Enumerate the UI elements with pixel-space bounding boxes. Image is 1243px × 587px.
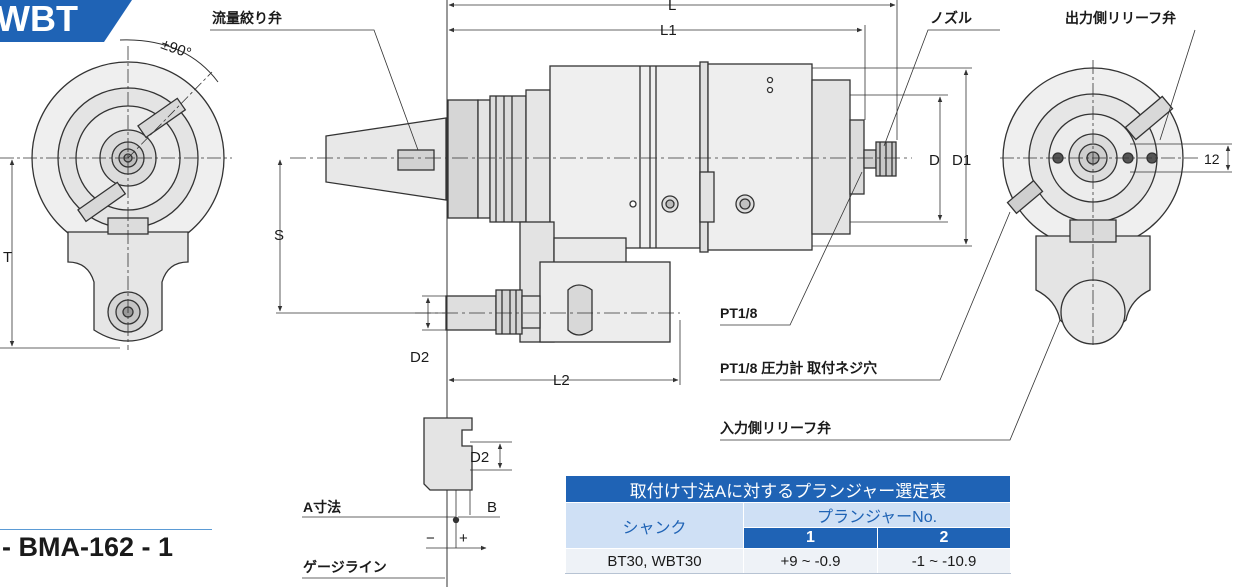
label-out-relief: 出力側リリーフ弁 — [1065, 10, 1176, 26]
dim-S: S — [274, 227, 284, 244]
table-cell-p2: -1 ~ -10.9 — [876, 548, 1012, 574]
label-pt-gauge: PT1/8 圧力計 取付ネジ穴 — [720, 360, 877, 376]
table-row: BT30, WBT30 +9 ~ -0.9 -1 ~ -10.9 — [565, 548, 1012, 574]
table-plunger-col-1: 1 — [743, 527, 878, 549]
dim-T: T — [3, 249, 12, 266]
series-badge: WBT — [0, 0, 132, 42]
label-pt-top: PT1/8 — [720, 305, 758, 321]
label-plus: + — [459, 530, 468, 547]
table-plunger-header: プランジャーNo. — [742, 502, 1012, 528]
dim-B: B — [487, 499, 497, 516]
dim-D1: D1 — [952, 152, 971, 169]
dim-D2: D2 — [410, 349, 429, 366]
label-flow-valve: 流量絞り弁 — [212, 10, 282, 26]
series-badge-text: WBT — [0, 0, 78, 39]
right-side-view — [1000, 29, 1232, 345]
label-nozzle: ノズル — [930, 10, 972, 26]
label-minus: − — [426, 530, 435, 547]
table-plunger-col-2: 2 — [876, 527, 1012, 549]
dim-L2: L2 — [553, 372, 570, 389]
dim-D2-detail: D2 — [470, 449, 489, 466]
model-number: - BMA-162 - 1 — [2, 532, 174, 562]
plunger-selection-table: 取付け寸法Aに対するプランジャー選定表 シャンク プランジャーNo. 1 2 B… — [564, 475, 1012, 574]
dim-12: 12 — [1204, 151, 1220, 167]
table-cell-p1: +9 ~ -0.9 — [743, 548, 878, 574]
dim-L: L — [668, 0, 676, 14]
label-in-relief: 入力側リリーフ弁 — [720, 420, 831, 436]
left-side-view — [0, 39, 232, 350]
main-front-view — [210, 0, 1091, 587]
angle-label: ±90° — [159, 36, 194, 63]
label-gauge-line: ゲージライン — [303, 559, 387, 575]
table-cell-shank: BT30, WBT30 — [565, 548, 744, 574]
table-title: 取付け寸法Aに対するプランジャー選定表 — [564, 475, 1012, 503]
dim-L1: L1 — [660, 22, 677, 39]
dim-D: D — [929, 152, 940, 169]
table-shank-header: シャンク — [565, 502, 744, 549]
label-a-dim: A寸法 — [303, 499, 341, 515]
model-rule — [0, 529, 212, 530]
plunger-detail — [302, 417, 512, 579]
